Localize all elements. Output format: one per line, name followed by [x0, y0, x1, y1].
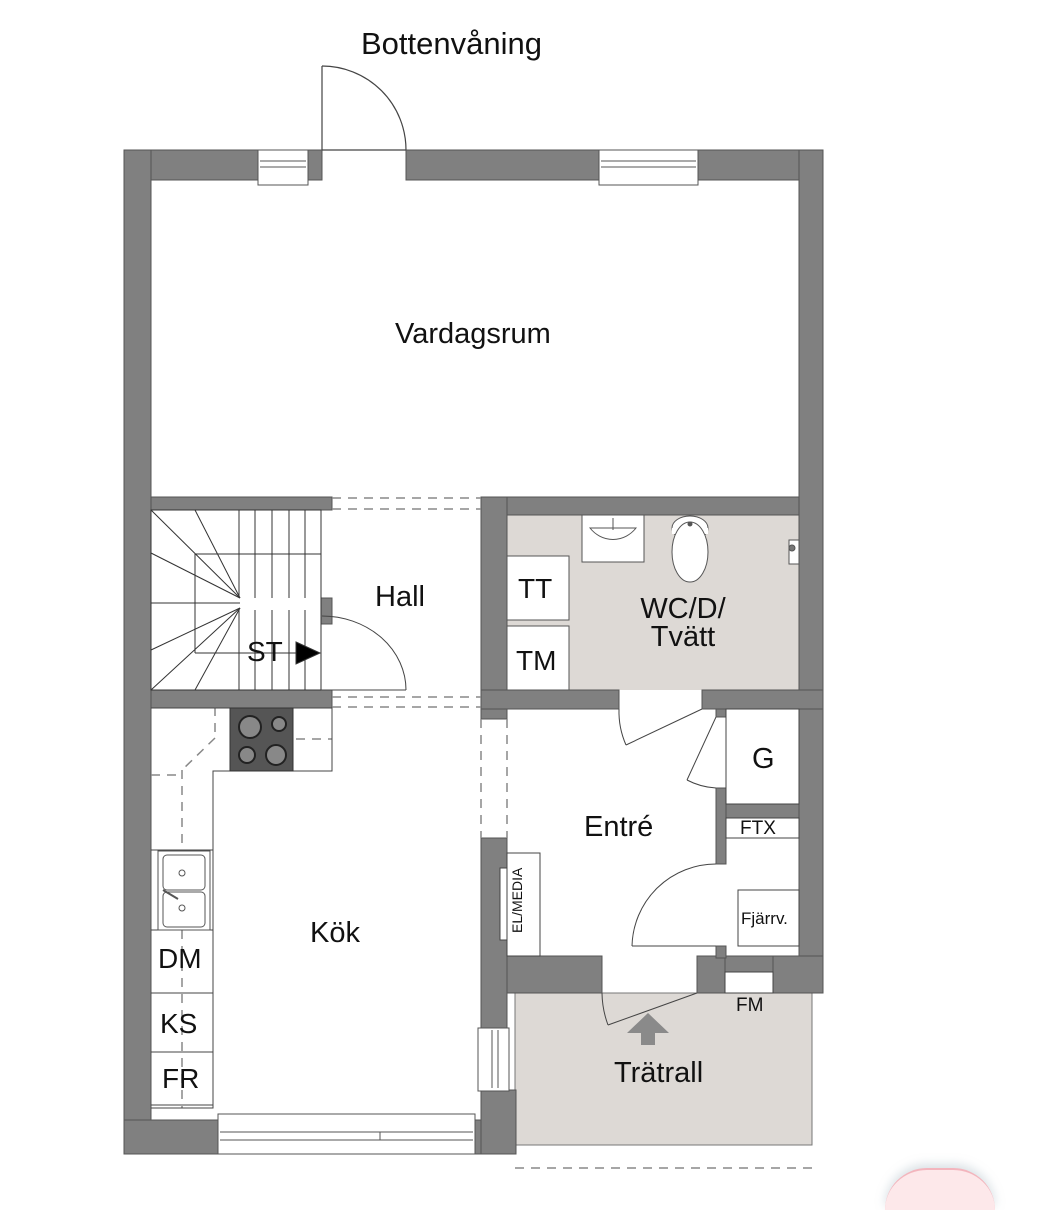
fixture-label-tt: TT: [518, 573, 553, 604]
wc-door: [618, 708, 703, 746]
fm-box: [724, 971, 774, 994]
wc-fixtures: [506, 514, 800, 691]
deck-floor: [514, 992, 813, 1146]
technical-door: [631, 863, 717, 947]
room-label-entre: Entré: [584, 811, 654, 843]
g-closet: [686, 708, 800, 805]
el-media-cabinet: [499, 852, 541, 957]
sink: [157, 850, 211, 931]
window-kitchen-side: [477, 1027, 510, 1092]
room-label-wc-line1: WC/D/: [640, 593, 726, 625]
window-top-left: [257, 149, 309, 186]
room-label-wc-line2: Tvätt: [650, 621, 716, 653]
entrance-door: [601, 992, 698, 1026]
room-label-hall: Hall: [375, 581, 425, 613]
window-top-right: [598, 149, 699, 186]
floor-plan: [123, 65, 824, 1169]
fixture-label-ks: KS: [160, 1008, 198, 1039]
stove: [229, 707, 294, 772]
room-label-kok: Kök: [310, 917, 360, 949]
dashed-lines: [151, 497, 812, 1169]
window-kitchen: [217, 1113, 476, 1155]
room-label-g: G: [752, 743, 775, 775]
staircase: [150, 509, 322, 691]
technical-room: [725, 817, 800, 947]
exterior-walls: [123, 149, 824, 1155]
fixture-label-fr: FR: [162, 1063, 200, 1094]
room-label-vardagsrum: Vardagsrum: [395, 318, 551, 350]
front-door: [321, 65, 407, 151]
room-label-tratrall: Trätrall: [614, 1057, 704, 1089]
fixture-label-tm: TM: [516, 645, 557, 676]
hall-door: [321, 615, 407, 691]
fixture-label-fjarrv: Fjärrv.: [741, 909, 788, 928]
fixture-label-fm: FM: [736, 995, 764, 1016]
fixture-label-stairs: ST: [247, 636, 283, 667]
fixture-label-ftx: FTX: [740, 818, 776, 839]
fixture-label-dm: DM: [158, 943, 202, 974]
floor-title: Bottenvåning: [361, 26, 542, 61]
fixture-label-el-media: EL/MEDIA: [509, 867, 525, 933]
entry-arrow-icon: [627, 1013, 669, 1045]
interior-walls: [150, 496, 824, 959]
